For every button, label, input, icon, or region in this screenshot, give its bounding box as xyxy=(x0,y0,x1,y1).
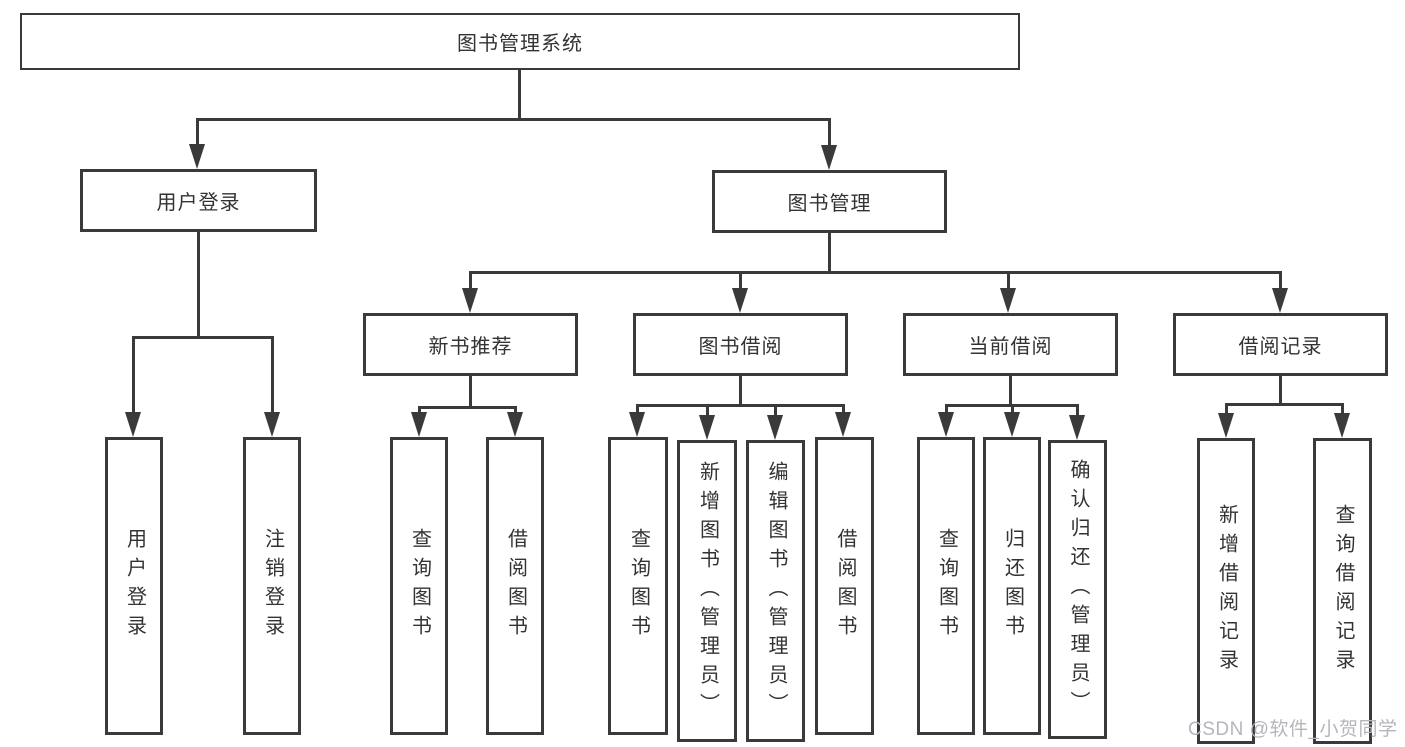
leaf-borrow-add-books-admin: 新增图书（管理员） xyxy=(677,440,737,742)
watermark: CSDN @软件_小贺同学 xyxy=(1188,719,1398,740)
connector-vline xyxy=(418,406,421,416)
leaf-newbook-query-books: 查询图书 xyxy=(390,437,448,735)
connector-hline xyxy=(1225,403,1344,406)
leaf-logout-label: 注销登录 xyxy=(261,528,284,644)
arrow-down xyxy=(835,412,851,437)
arrow-down xyxy=(1218,413,1234,438)
leaf-current-confirm-return-admin: 确认归还（管理员） xyxy=(1048,440,1107,739)
connector-hline xyxy=(196,118,830,121)
connector-vline xyxy=(774,404,777,416)
arrow-down xyxy=(1069,415,1085,440)
arrow-down xyxy=(462,288,478,313)
node-current-borrowing: 当前借阅 xyxy=(903,313,1118,376)
arrow-down xyxy=(767,415,783,440)
node-root-label: 图书管理系统 xyxy=(457,33,583,55)
connector-vline xyxy=(514,406,517,416)
connector-vline xyxy=(828,233,831,273)
node-user-login: 用户登录 xyxy=(80,169,317,232)
leaf-current-query-books: 查询图书 xyxy=(917,437,975,735)
leaf-borrow-query-books: 查询图书 xyxy=(608,437,668,735)
leaf-newbook-borrow-books: 借阅图书 xyxy=(486,437,544,735)
node-borrowing-records: 借阅记录 xyxy=(1173,313,1388,376)
connector-vline xyxy=(706,404,709,416)
node-user-login-label: 用户登录 xyxy=(156,192,241,214)
connector-vline xyxy=(945,404,948,414)
leaf-current-return-books: 归还图书 xyxy=(983,437,1041,735)
arrow-down xyxy=(411,412,427,437)
leaf-borrow-edit-books-admin: 编辑图书（管理员） xyxy=(746,440,805,742)
connector-vline xyxy=(518,70,521,120)
leaf-records-query-record-label: 查询借阅记录 xyxy=(1332,504,1354,678)
connector-vline xyxy=(828,118,831,148)
leaf-borrow-query-books-label: 查询图书 xyxy=(627,528,650,644)
node-new-book-recommend: 新书推荐 xyxy=(363,313,578,376)
leaf-borrow-borrow-books-label: 借阅图书 xyxy=(834,528,856,644)
node-root: 图书管理系统 xyxy=(20,13,1020,70)
leaf-records-add-record-label: 新增借阅记录 xyxy=(1215,504,1238,678)
arrow-down xyxy=(821,145,837,170)
arrow-down xyxy=(189,144,205,169)
arrow-down xyxy=(1004,412,1020,437)
connector-vline xyxy=(1279,271,1282,293)
connector-vline xyxy=(739,376,742,406)
node-book-management: 图书管理 xyxy=(712,170,947,233)
connector-hline xyxy=(132,336,274,339)
connector-vline xyxy=(739,271,742,293)
connector-vline xyxy=(197,232,200,338)
connector-vline xyxy=(469,271,472,293)
arrow-down xyxy=(1334,413,1350,438)
node-book-management-label: 图书管理 xyxy=(787,193,872,215)
leaf-current-confirm-return-admin-label: 确认归还（管理员） xyxy=(1067,459,1089,720)
connector-hline xyxy=(636,404,845,407)
connector-hline xyxy=(469,271,1282,274)
arrow-down xyxy=(1272,288,1288,313)
leaf-borrow-add-books-admin-label: 新增图书（管理员） xyxy=(696,460,719,722)
leaf-newbook-borrow-books-label: 借阅图书 xyxy=(504,528,527,644)
leaf-borrow-edit-books-admin-label: 编辑图书（管理员） xyxy=(765,460,787,722)
leaf-logout: 注销登录 xyxy=(243,437,301,735)
connector-vline xyxy=(1279,376,1282,405)
node-borrowing-records-label: 借阅记录 xyxy=(1238,336,1323,358)
connector-vline xyxy=(1009,376,1012,406)
node-current-borrowing-label: 当前借阅 xyxy=(968,336,1053,358)
connector-hline xyxy=(418,406,517,409)
connector-vline xyxy=(132,336,135,414)
connector-vline xyxy=(842,404,845,414)
arrow-down xyxy=(125,412,141,437)
node-new-book-recommend-label: 新书推荐 xyxy=(428,336,513,358)
leaf-records-add-record: 新增借阅记录 xyxy=(1197,438,1255,744)
connector-vline xyxy=(1341,403,1344,414)
arrow-down xyxy=(264,412,280,437)
connector-vline xyxy=(1007,271,1010,293)
arrow-down xyxy=(938,412,954,437)
leaf-current-return-books-label: 归还图书 xyxy=(1001,528,1024,644)
connector-vline xyxy=(196,118,199,148)
leaf-user-login: 用户登录 xyxy=(105,437,163,735)
connector-vline xyxy=(469,376,472,408)
leaf-borrow-borrow-books: 借阅图书 xyxy=(815,437,874,735)
arrow-down xyxy=(1000,288,1016,313)
leaf-newbook-query-books-label: 查询图书 xyxy=(408,528,431,644)
leaf-current-query-books-label: 查询图书 xyxy=(935,528,958,644)
connector-vline xyxy=(636,404,639,414)
connector-vline xyxy=(1076,404,1079,416)
leaf-user-login-label: 用户登录 xyxy=(123,528,146,644)
arrow-down xyxy=(732,288,748,313)
connector-vline xyxy=(1225,403,1228,414)
node-book-borrowing-label: 图书借阅 xyxy=(698,336,783,358)
arrow-down xyxy=(629,412,645,437)
node-book-borrowing: 图书借阅 xyxy=(633,313,848,376)
arrow-down xyxy=(507,412,523,437)
leaf-records-query-record: 查询借阅记录 xyxy=(1313,438,1372,744)
connector-vline xyxy=(1011,404,1014,414)
arrow-down xyxy=(699,415,715,440)
connector-vline xyxy=(271,336,274,414)
